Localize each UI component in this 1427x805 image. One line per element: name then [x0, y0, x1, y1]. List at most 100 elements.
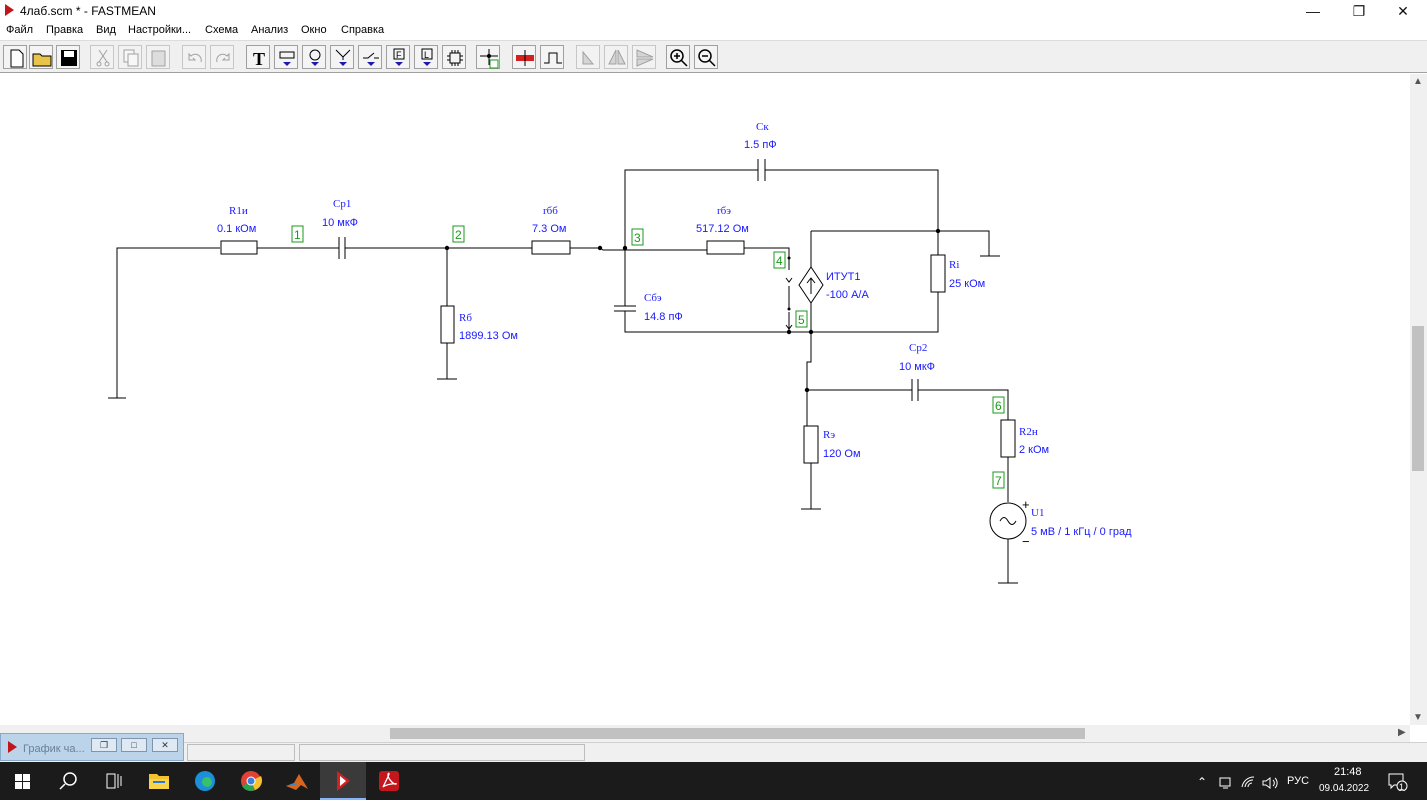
- resistor-r2n: [1000, 419, 1016, 458]
- matlab-icon[interactable]: [274, 762, 320, 800]
- menu-help[interactable]: Справка: [341, 24, 385, 36]
- label-r1i-name: R1и: [229, 205, 248, 217]
- restore-button[interactable]: ❐: [91, 738, 117, 752]
- switch-tool-icon[interactable]: [358, 45, 382, 69]
- maximize-button[interactable]: □: [121, 738, 147, 752]
- undo-icon[interactable]: [182, 45, 206, 69]
- transistor-tool-icon[interactable]: [330, 45, 354, 69]
- source-plus-sign: +: [1022, 497, 1030, 512]
- status-panel-2: [299, 744, 585, 761]
- element-l-icon[interactable]: L: [414, 45, 438, 69]
- tray-language[interactable]: РУС: [1287, 775, 1310, 787]
- acrobat-icon[interactable]: [366, 762, 412, 800]
- element-f-icon[interactable]: F: [386, 45, 410, 69]
- label-rbb-name: rбб: [543, 205, 558, 217]
- notification-center-icon[interactable]: [1388, 773, 1408, 791]
- source-minus-sign: −: [1022, 534, 1030, 549]
- schematic-canvas[interactable]: R1и 0.1 кОм Cp1 10 мкФ Rб 1899.13 Ом rбб…: [0, 74, 1410, 725]
- label-ck-name: Cк: [756, 121, 769, 133]
- tray-date[interactable]: 09.04.2022: [1319, 783, 1370, 794]
- maximize-button[interactable]: ❐: [1352, 3, 1366, 19]
- new-file-icon[interactable]: [3, 45, 27, 69]
- circuit-diagram: R1и 0.1 кОм Cp1 10 мкФ Rб 1899.13 Ом rбб…: [108, 121, 1132, 584]
- fastmean-logo-icon: [5, 4, 14, 16]
- label-rbb-value: 7.3 Ом: [532, 223, 566, 235]
- redo-icon[interactable]: [210, 45, 234, 69]
- cut-icon[interactable]: [90, 45, 114, 69]
- mirror-icon[interactable]: [604, 45, 628, 69]
- scroll-up-arrow-icon[interactable]: ▲: [1413, 76, 1423, 87]
- scroll-right-arrow-icon[interactable]: ▶: [1398, 727, 1406, 738]
- label-itut1-value: -100 А/А: [826, 289, 869, 301]
- label-cp2-name: Cp2: [909, 342, 927, 354]
- menu-window[interactable]: Окно: [301, 24, 327, 36]
- minimized-window[interactable]: График ча... ❐ □ ✕: [0, 733, 184, 761]
- open-folder-icon[interactable]: [29, 45, 53, 69]
- label-cp1-name: Cp1: [333, 198, 351, 210]
- menu-bar: Файл Правка Вид Настройки... Схема Анали…: [0, 22, 1427, 40]
- chip-icon[interactable]: [442, 45, 466, 69]
- label-itut1-name: ИТУТ1: [826, 271, 860, 283]
- node-tool-icon[interactable]: [476, 45, 500, 69]
- node-label-1: 1: [294, 228, 301, 242]
- resistor-r1i: [220, 240, 258, 255]
- file-explorer-icon[interactable]: [136, 762, 182, 800]
- svg-text:F: F: [396, 50, 402, 60]
- text-tool-icon[interactable]: T: [246, 45, 270, 69]
- label-rbe-value: 517.12 Ом: [696, 223, 749, 235]
- tray-time[interactable]: 21:48: [1334, 766, 1362, 778]
- taskbar: ⌃ РУС 21:48 09.04.2022 1: [0, 762, 1427, 800]
- label-r1i-value: 0.1 кОм: [217, 223, 256, 235]
- label-r2n-name: R2н: [1019, 426, 1038, 438]
- status-bar: [0, 742, 1427, 762]
- edge-icon[interactable]: [182, 762, 228, 800]
- menu-scheme[interactable]: Схема: [205, 24, 239, 36]
- menu-file[interactable]: Файл: [6, 24, 34, 36]
- scroll-down-arrow-icon[interactable]: ▼: [1413, 712, 1423, 723]
- task-view-icon[interactable]: [90, 762, 136, 800]
- close-button[interactable]: ✕: [152, 738, 178, 752]
- rotate-icon[interactable]: [576, 45, 600, 69]
- tray-volume-icon[interactable]: [1262, 776, 1278, 790]
- resistor-tool-icon[interactable]: [274, 45, 298, 69]
- chrome-icon[interactable]: [228, 762, 274, 800]
- notification-count-badge: 1: [1399, 782, 1405, 792]
- flip-icon[interactable]: [632, 45, 656, 69]
- zoom-in-icon[interactable]: [666, 45, 690, 69]
- start-icon[interactable]: [0, 762, 46, 800]
- label-u1-value: 5 мВ / 1 кГц / 0 град: [1031, 526, 1132, 538]
- zoom-out-icon[interactable]: [694, 45, 718, 69]
- node-label-3: 3: [634, 231, 641, 245]
- label-cp1-value: 10 мкФ: [322, 217, 358, 229]
- vertical-scroll-thumb[interactable]: [1412, 326, 1424, 471]
- horizontal-scroll-thumb[interactable]: [390, 728, 1085, 739]
- search-icon[interactable]: [46, 762, 92, 800]
- menu-settings[interactable]: Настройки...: [128, 24, 192, 36]
- minimize-button[interactable]: —: [1306, 3, 1320, 19]
- resistor-ri: [930, 254, 946, 293]
- source-tool-icon[interactable]: [302, 45, 326, 69]
- close-button[interactable]: ✕: [1397, 3, 1409, 19]
- tray-display-icon[interactable]: [1219, 776, 1233, 790]
- menu-view[interactable]: Вид: [96, 24, 116, 36]
- label-rb-name: Rб: [459, 312, 472, 324]
- menu-edit[interactable]: Правка: [46, 24, 84, 36]
- fastmean-icon[interactable]: [320, 762, 366, 800]
- label-u1-name: U1: [1031, 507, 1044, 519]
- node-label-6: 6: [995, 399, 1002, 413]
- status-panel-1: [187, 744, 295, 761]
- label-cbe-name: Cбэ: [644, 292, 662, 304]
- svg-text:T: T: [253, 49, 265, 69]
- tray-chevron-up-icon[interactable]: ⌃: [1197, 775, 1208, 789]
- save-icon[interactable]: [56, 45, 80, 69]
- resistor-rbe: [706, 240, 745, 255]
- label-cp2-value: 10 мкФ: [899, 361, 935, 373]
- toolbar: T F L: [0, 40, 1427, 73]
- paste-icon[interactable]: [146, 45, 170, 69]
- resistor-re: [803, 425, 819, 464]
- pulse-icon[interactable]: [540, 45, 564, 69]
- copy-icon[interactable]: [118, 45, 142, 69]
- wire-red-icon[interactable]: [512, 45, 536, 69]
- tray-wifi-icon[interactable]: [1241, 776, 1255, 790]
- menu-analysis[interactable]: Анализ: [251, 24, 289, 36]
